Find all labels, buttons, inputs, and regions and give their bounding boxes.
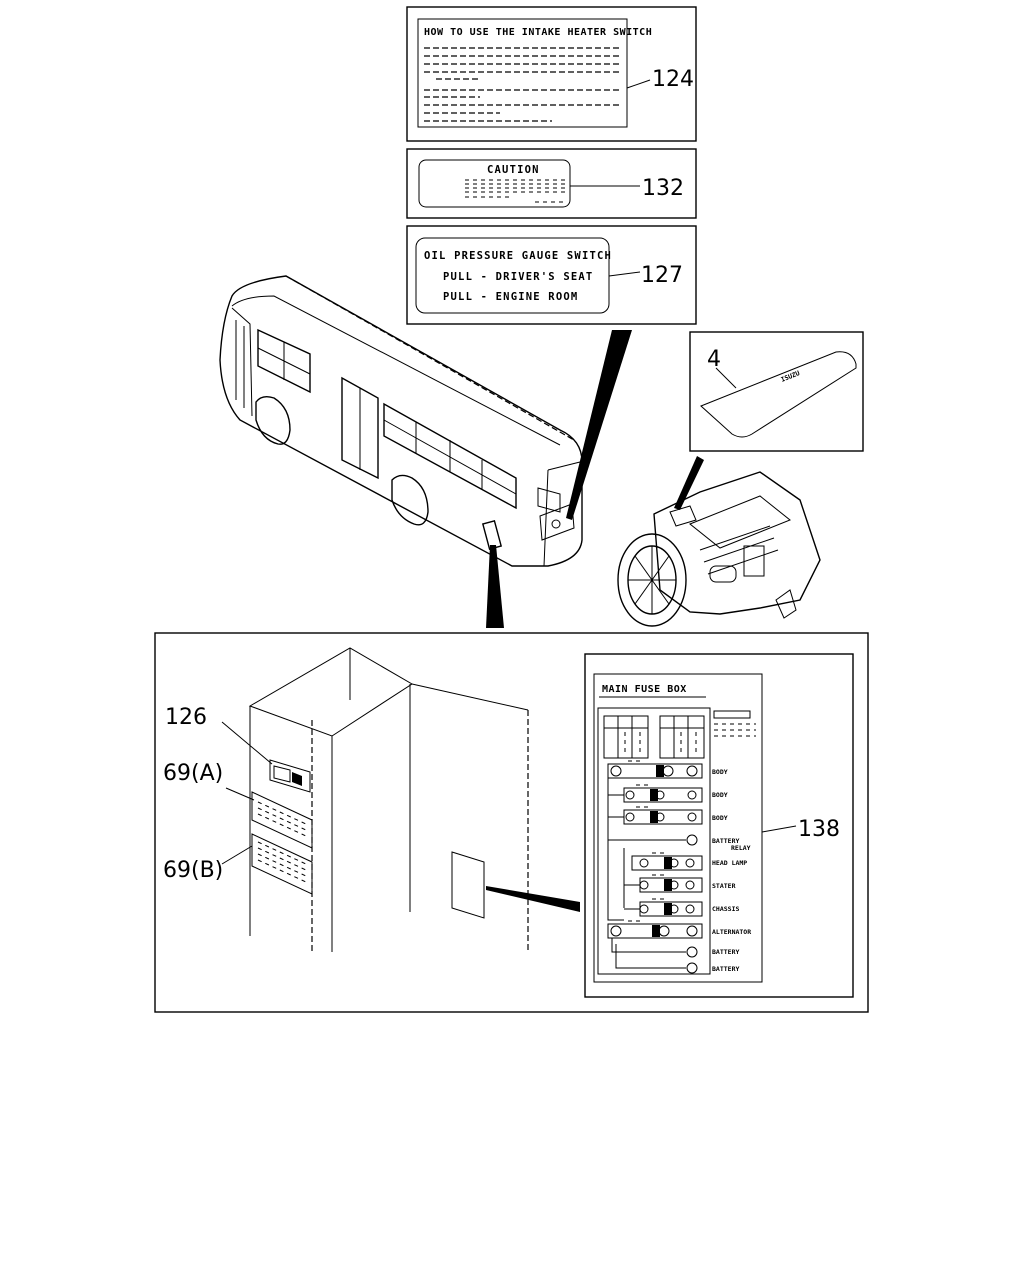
caution-title: CAUTION (487, 164, 540, 176)
fuse-row-label: BATTERY (712, 837, 739, 845)
pointer-wedge-side (486, 545, 504, 628)
callout-124: 124 (652, 67, 694, 92)
fuse-row-label: BODY (712, 814, 728, 822)
engine-illustration (617, 471, 821, 627)
engine-plate-text: ISUZU (780, 369, 801, 384)
intake-heater-title: HOW TO USE THE INTAKE HEATER SWITCH (424, 27, 652, 38)
pointer-wedge-rear (566, 330, 632, 520)
bus-illustration (219, 275, 583, 567)
label-panel-124: HOW TO USE THE INTAKE HEATER SWITCH 124 (406, 6, 697, 142)
fuse-row-label: ALTERNATOR (712, 928, 751, 936)
callout-126: 126 (165, 705, 207, 730)
fuse-box-title: MAIN FUSE BOX (602, 684, 687, 695)
fuse-row-label: BATTERY (712, 965, 739, 973)
fuse-row-label: BODY (712, 768, 728, 776)
fuse-row-label: CHASSIS (712, 905, 739, 913)
oil-pressure-line3: PULL - ENGINE ROOM (443, 291, 578, 303)
fuse-row-label: RELAY (731, 844, 751, 852)
lower-panel: 126 69(A) 69(B) MAIN FUSE BOX (154, 632, 869, 1013)
callout-132: 132 (642, 176, 684, 201)
fuse-row-label: HEAD LAMP (712, 859, 747, 867)
oil-pressure-line1: OIL PRESSURE GAUGE SWITCH (424, 250, 612, 262)
oil-pressure-line2: PULL - DRIVER'S SEAT (443, 271, 593, 283)
label-panel-132: CAUTION 132 (406, 148, 697, 219)
fuse-row-label: BATTERY (712, 948, 739, 956)
label-panel-4: ISUZU 4 (689, 331, 864, 452)
callout-69a: 69(A) (163, 761, 223, 786)
callout-127: 127 (641, 263, 683, 288)
callout-138: 138 (798, 817, 840, 842)
callout-69b: 69(B) (163, 858, 223, 883)
pointer-wedge-engine (674, 456, 704, 510)
label-panel-127: OIL PRESSURE GAUGE SWITCH PULL - DRIVER'… (406, 225, 697, 325)
callout-4: 4 (707, 347, 721, 372)
pointer-wedge-fusebox (486, 886, 580, 912)
fuse-row-label: STATER (712, 882, 736, 890)
fuse-row-label: BODY (712, 791, 728, 799)
